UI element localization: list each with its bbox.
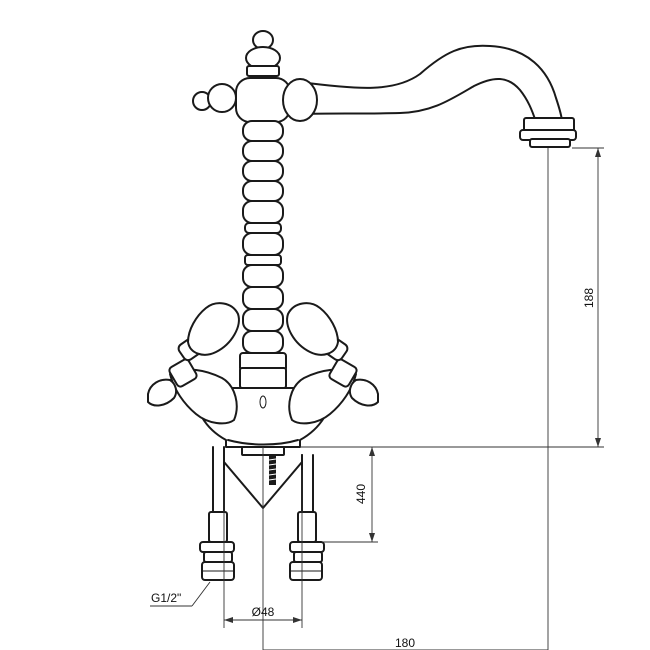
thread-size-label: G1/2"	[151, 591, 181, 605]
spout	[299, 44, 577, 148]
dimension-440-label: 440	[354, 484, 368, 504]
right-handle	[286, 302, 379, 425]
diameter-label: Ø48	[252, 605, 275, 619]
left-handle	[147, 302, 240, 425]
dimension-188-label: 188	[582, 288, 596, 308]
reach-180-label: 180	[395, 636, 415, 650]
inlet-hoses	[199, 446, 325, 581]
dimension-lines	[150, 147, 604, 650]
faucet-column	[192, 30, 318, 389]
